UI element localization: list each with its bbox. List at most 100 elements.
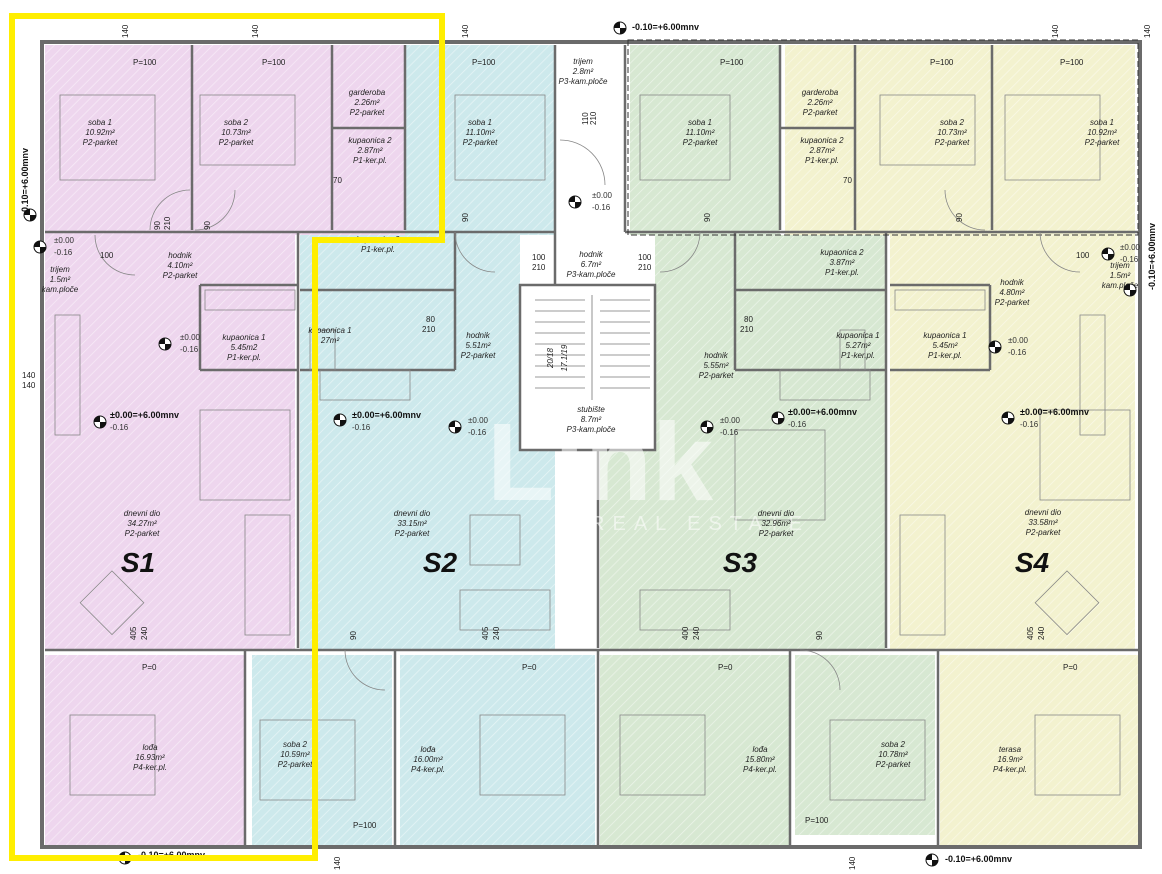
level-small-6: ±0.00 bbox=[54, 236, 75, 245]
level-small-3-sub: -0.16 bbox=[1008, 348, 1027, 357]
watermark: Link REAL ESTATE bbox=[487, 401, 802, 535]
level-small-7: ±0.00 bbox=[1120, 243, 1141, 252]
level-marker-quadrant bbox=[1102, 248, 1114, 260]
dim-p100-3: P=100 bbox=[472, 58, 496, 67]
dim-140-6: 140 bbox=[22, 371, 36, 380]
unit-label-s3: S3 bbox=[723, 547, 758, 578]
dim-140-8: 140 bbox=[333, 856, 342, 870]
unit-label-s2: S2 bbox=[423, 547, 458, 578]
highlight-s1-outline bbox=[9, 13, 445, 861]
dim-405-2: 405 bbox=[481, 626, 490, 640]
dim-100-4: 100 bbox=[1076, 251, 1090, 260]
level-marker-quadrant bbox=[334, 414, 346, 426]
level-marker-quadrant bbox=[34, 241, 46, 253]
level-marker-quadrant bbox=[1002, 412, 1014, 424]
dim-140-3: 140 bbox=[461, 24, 470, 38]
level-marker-quadrant bbox=[94, 416, 106, 428]
level-marker-quadrant bbox=[926, 854, 938, 866]
level-small-1: ±0.00 bbox=[592, 191, 613, 200]
level-s2-sub: -0.16 bbox=[352, 423, 371, 432]
dim-p0-3: P=0 bbox=[718, 663, 733, 672]
dim-210-3: 210 bbox=[532, 263, 546, 272]
level-s1: ±0.00=+6.00mnv bbox=[110, 410, 179, 420]
level-marker-quadrant bbox=[614, 22, 626, 34]
level-s2: ±0.00=+6.00mnv bbox=[352, 410, 421, 420]
level-s3-sub: -0.16 bbox=[788, 420, 807, 429]
level-s4-sub: -0.16 bbox=[1020, 420, 1039, 429]
level-small-1-sub: -0.16 bbox=[592, 203, 611, 212]
dim-110: 110 bbox=[581, 112, 590, 125]
level-s4: ±0.00=+6.00mnv bbox=[1020, 407, 1089, 417]
dim-p100-2: P=100 bbox=[262, 58, 286, 67]
unit-label-s4: S4 bbox=[1015, 547, 1050, 578]
dim-240-1: 240 bbox=[140, 626, 149, 640]
furniture bbox=[54, 94, 1131, 801]
dim-90-1: 90 bbox=[153, 221, 162, 230]
dim-p0-2: P=0 bbox=[522, 663, 537, 672]
dim-140-7: 140 bbox=[22, 381, 36, 390]
dim-p0-1: P=0 bbox=[142, 663, 157, 672]
level-small-6-sub: -0.16 bbox=[54, 248, 73, 257]
level-small-4: ±0.00 bbox=[468, 416, 489, 425]
dim-70-2: 70 bbox=[843, 176, 852, 185]
level-small-3: ±0.00 bbox=[1008, 336, 1029, 345]
level-marker-quadrant bbox=[701, 421, 713, 433]
level-marker-quadrant bbox=[772, 412, 784, 424]
dim-90-5: 90 bbox=[955, 213, 964, 222]
dim-70-1: 70 bbox=[333, 176, 342, 185]
level-marker-quadrant bbox=[989, 341, 1001, 353]
dim-90-3: 90 bbox=[461, 213, 470, 222]
dim-240-4: 240 bbox=[1037, 626, 1046, 640]
level-small-7-sub: -0.16 bbox=[1120, 255, 1139, 264]
level-marker-quadrant bbox=[24, 209, 36, 221]
level-s3: ±0.00=+6.00mnv bbox=[788, 407, 857, 417]
level-marker-quadrant bbox=[1124, 284, 1136, 296]
level-left-side: -0.10=+6.00mnv bbox=[20, 148, 30, 215]
dimension-labels: P=100 P=100 P=100 P=100 P=100 P=100 P=10… bbox=[22, 24, 1152, 870]
stairs-code-b: 17.1/19 bbox=[560, 344, 569, 371]
dim-80-2: 80 bbox=[744, 315, 753, 324]
dim-p100-4: P=100 bbox=[720, 58, 744, 67]
dim-90-6: 90 bbox=[349, 631, 358, 640]
dim-p100-5: P=100 bbox=[930, 58, 954, 67]
level-small-4-sub: -0.16 bbox=[468, 428, 487, 437]
dim-p0-4: P=0 bbox=[1063, 663, 1078, 672]
watermark-main: Link bbox=[487, 401, 714, 524]
dim-240-3: 240 bbox=[692, 626, 701, 640]
dim-p100-6: P=100 bbox=[1060, 58, 1084, 67]
outer-wall bbox=[40, 40, 1142, 849]
dim-400: 400 bbox=[681, 626, 690, 640]
dim-140-9: 140 bbox=[848, 856, 857, 870]
dim-210-2: 210 bbox=[589, 111, 598, 125]
stairs-code-a: 20/18 bbox=[546, 347, 555, 369]
hatch-overlay bbox=[45, 45, 1140, 845]
level-right-side: -0.10=+6.00mnv bbox=[1147, 223, 1157, 290]
level-top-left: -0.10=+6.00mnv bbox=[632, 22, 699, 32]
dim-405-1: 405 bbox=[129, 626, 138, 640]
level-marker-quadrant bbox=[449, 421, 461, 433]
dim-90-2: 90 bbox=[203, 221, 212, 230]
level-small-5-sub: -0.16 bbox=[720, 428, 739, 437]
dim-100-2: 100 bbox=[638, 253, 652, 262]
dim-210-1: 210 bbox=[163, 216, 172, 230]
dim-p100-1: P=100 bbox=[133, 58, 157, 67]
dim-140-2: 140 bbox=[251, 24, 260, 38]
